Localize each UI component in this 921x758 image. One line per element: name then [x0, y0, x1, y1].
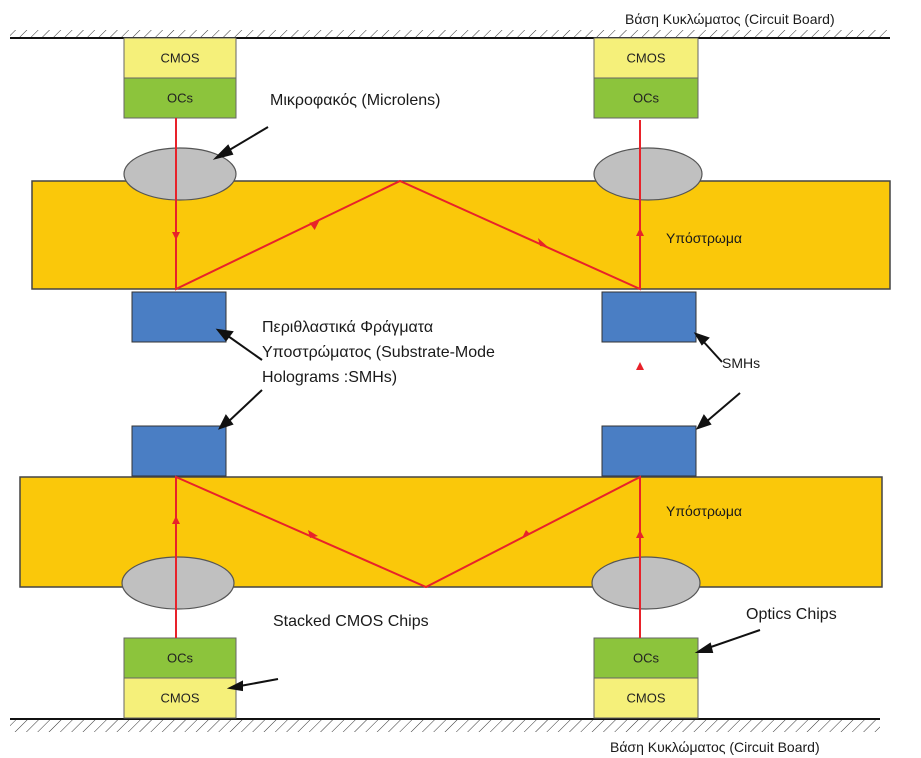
bottom-board-label: Βάση Κυκλώματος (Circuit Board)	[610, 739, 820, 755]
cmos-chip-label: CMOS	[627, 50, 666, 65]
cmos-chip	[593, 37, 699, 79]
cmos-chip	[123, 677, 237, 719]
ocs-chip	[593, 77, 699, 119]
stacked-cmos-label: Stacked CMOS Chips	[273, 613, 429, 630]
top-circuit-board	[10, 30, 890, 39]
lower-substrate-label: Υπόστρωμα	[666, 503, 742, 519]
ocs-chip	[123, 77, 237, 119]
ocs-chip-label: OCs	[633, 90, 660, 105]
microlens-bottom-left	[121, 556, 235, 610]
optics-chips-label: Optics Chips	[746, 606, 837, 623]
cmos-chip	[593, 677, 699, 719]
cmos-chip-label: CMOS	[161, 690, 200, 705]
smh-label-line3: Holograms :SMHs)	[262, 369, 397, 386]
bottom-right-chip-stack: OCs CMOS	[593, 637, 699, 719]
smh-label-line2: Υποστρώματος (Substrate-Mode	[262, 344, 495, 361]
ocs-chip-label: OCs	[167, 650, 194, 665]
beam-arrowheads	[172, 221, 644, 538]
ocs-chip	[123, 637, 237, 679]
microlens-top-left	[123, 147, 237, 201]
pointer-arrows	[212, 126, 761, 692]
top-right-chip-stack: CMOS OCs	[593, 37, 699, 119]
smh-label-line1: Περιθλαστικά Φράγματα	[262, 319, 433, 336]
smh-upper-left	[131, 291, 227, 343]
top-left-chip-stack: CMOS OCs	[123, 37, 237, 119]
cmos-chip-label: CMOS	[161, 50, 200, 65]
bottom-left-chip-stack: OCs CMOS	[123, 637, 237, 719]
upper-substrate-label: Υπόστρωμα	[666, 230, 742, 246]
smh-upper-right	[601, 291, 697, 343]
smh-short-label: SMHs	[722, 355, 760, 371]
smh-lower-right	[601, 425, 697, 477]
microlens-label: Μικροφακός (Microlens)	[270, 92, 440, 109]
cmos-chip	[123, 37, 237, 79]
cmos-chip-label: CMOS	[627, 690, 666, 705]
microlens-top-right	[593, 147, 703, 201]
top-board-label: Βάση Κυκλώματος (Circuit Board)	[625, 11, 835, 27]
ocs-chip-label: OCs	[167, 90, 194, 105]
bottom-circuit-board	[10, 718, 880, 732]
ocs-chip	[593, 637, 699, 679]
smh-lower-left	[131, 425, 227, 477]
microlens-bottom-right	[591, 556, 701, 610]
ocs-chip-label: OCs	[633, 650, 660, 665]
